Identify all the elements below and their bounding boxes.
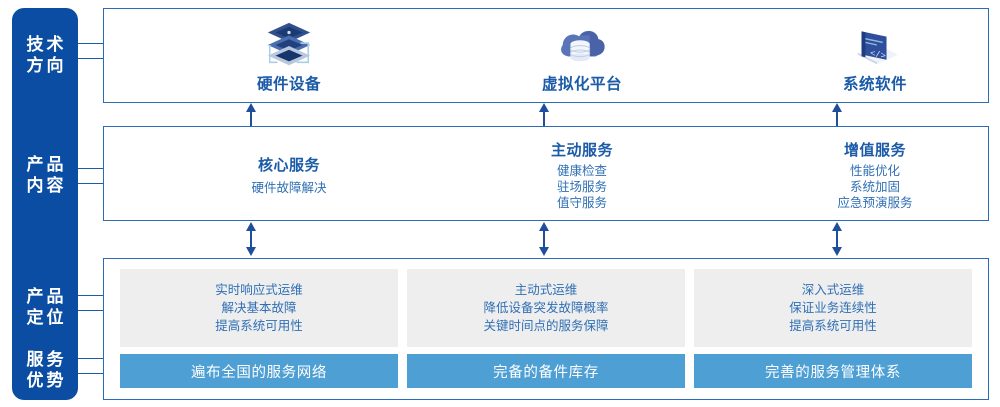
connector-line-advantage-b [78,373,104,374]
position-line: 实时响应式运维 [215,283,303,297]
position-card-proactive[interactable]: 主动式运维 降低设备突发故障概率 关键时间点的服务保障 [407,269,685,347]
content-item: 系统加固 [849,179,900,194]
content-column-value-added-service[interactable]: 增值服务 性能优化 系统加固 应急预演服务 [730,127,1000,222]
tech-label-virtualization: 虚拟化平台 [541,75,622,93]
sidebar-label-line1: 技术 [26,35,67,54]
tech-column-hardware[interactable]: 硬件设备 [144,9,434,104]
cloud-database-icon [561,30,605,61]
tech-column-virtualization[interactable]: 虚拟化平台 [437,9,727,104]
position-line: 提高系统可用性 [789,319,877,333]
advantage-bar-spare-parts[interactable]: 完备的备件库存 [407,354,685,388]
arrow-up-system-software [832,103,842,126]
sidebar-item-product-position[interactable]: 产品 定位 [12,286,78,328]
content-item: 驻场服务 [556,179,607,194]
arrow-up-hardware [246,103,256,126]
content-item: 应急预演服务 [837,195,913,210]
sidebar-label-line2: 定位 [26,308,67,327]
connector-line-position-b [78,310,104,311]
sidebar-label-line2: 内容 [26,176,67,195]
connector-line-tech-b [78,58,104,59]
content-item: 硬件故障解决 [251,180,327,195]
content-column-proactive-service[interactable]: 主动服务 健康检查 驻场服务 值守服务 [437,127,727,222]
position-line: 关键时间点的服务保障 [483,319,609,333]
sidebar-label-line1: 产品 [26,155,67,174]
connector-line-advantage-a [78,358,104,359]
position-line: 提高系统可用性 [215,319,303,333]
content-item: 性能优化 [849,163,900,178]
position-line: 深入式运维 [801,283,865,297]
svg-text:</>: </> [870,48,886,61]
sidebar-label-line2: 优势 [26,371,67,390]
content-item: 健康检查 [556,163,607,178]
tech-direction-row: 硬件设备 虚拟化平台 </> [103,8,989,103]
advantage-bar-management-system[interactable]: 完善的服务管理体系 [694,354,972,388]
arrow-up-down-system-software [832,222,842,256]
position-line: 解决基本故障 [221,301,297,315]
connector-line-position-a [78,295,104,296]
position-line: 降低设备突发故障概率 [483,301,609,315]
sidebar-label-line1: 服务 [26,350,67,369]
connector-line-content-a [78,168,104,169]
sidebar-item-service-advantage[interactable]: 服务 优势 [12,349,78,391]
content-item: 值守服务 [556,195,607,210]
laptop-code-icon: </> [857,30,899,64]
arrow-up-virtualization [539,103,549,126]
content-title-core-service: 核心服务 [257,156,320,174]
sidebar-item-tech-direction[interactable]: 技术 方向 [12,34,78,76]
position-line: 保证业务连续性 [789,301,877,315]
arrow-up-down-virtualization [539,222,549,256]
server-stack-icon [267,22,311,65]
product-position-and-advantage-row: 实时响应式运维 解决基本故障 提高系统可用性 遍布全国的服务网络 主动式运维 降… [103,258,989,400]
position-card-indepth[interactable]: 深入式运维 保证业务连续性 提高系统可用性 [694,269,972,347]
position-line: 主动式运维 [514,283,578,297]
content-title-proactive-service: 主动服务 [550,141,613,159]
sidebar-item-product-content[interactable]: 产品 内容 [12,154,78,196]
sidebar-label-line2: 方向 [26,56,67,75]
connector-line-content-b [78,183,104,184]
tech-label-hardware: 硬件设备 [256,75,321,93]
connector-line-tech-a [78,43,104,44]
sidebar-label-line1: 产品 [26,287,67,306]
position-card-realtime[interactable]: 实时响应式运维 解决基本故障 提高系统可用性 [120,269,398,347]
product-content-row: 核心服务 硬件故障解决 主动服务 健康检查 驻场服务 值守服务 增值服务 性能优… [103,126,989,221]
sidebar: 技术 方向 产品 内容 产品 定位 服务 优势 [12,8,78,400]
arrow-up-down-hardware [246,222,256,256]
content-column-core-service[interactable]: 核心服务 硬件故障解决 [144,127,434,222]
tech-label-system-software: 系统软件 [842,75,907,93]
content-title-value-added-service: 增值服务 [843,141,906,159]
tech-column-system-software[interactable]: </> 系统软件 [730,9,1000,104]
advantage-bar-service-network[interactable]: 遍布全国的服务网络 [120,354,398,388]
